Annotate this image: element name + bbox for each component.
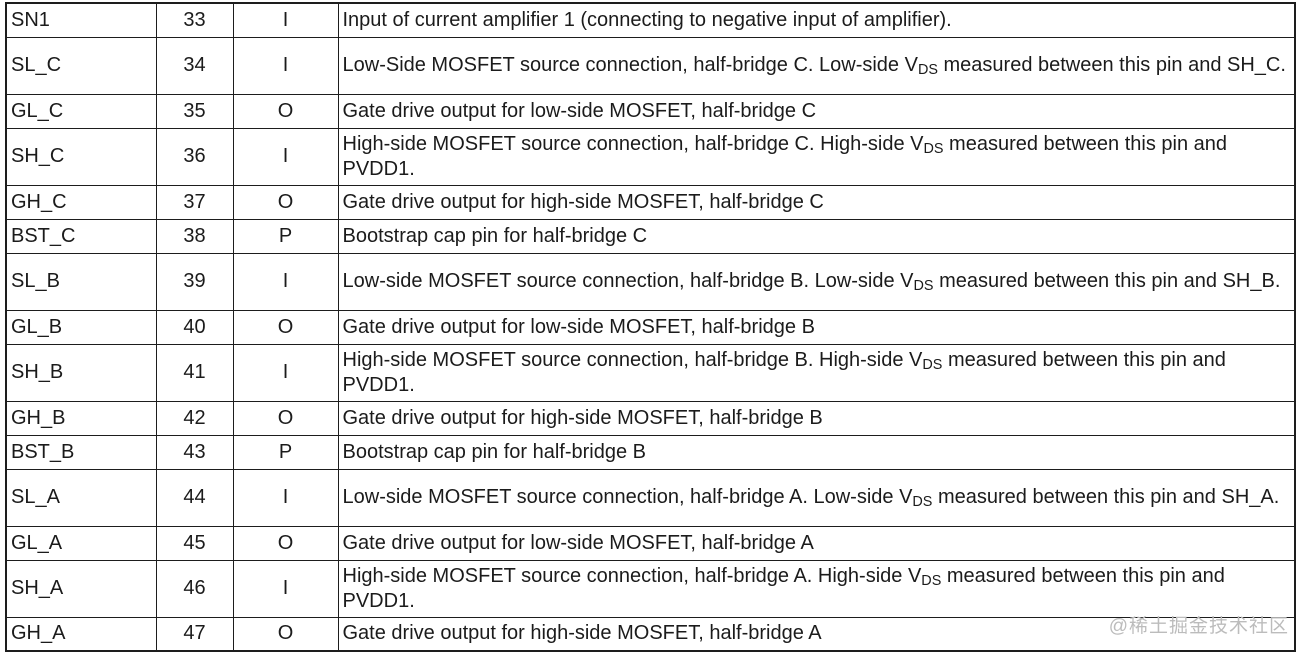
pin-number-cell: 34	[155, 36, 234, 95]
pin-name-cell: GL_A	[5, 525, 157, 561]
pin-name-cell: SH_A	[5, 559, 157, 618]
subscript-text: DS	[921, 572, 942, 589]
pin-io-type-cell: O	[232, 309, 339, 345]
pin-name-cell: GL_B	[5, 309, 157, 345]
pin-number-cell: 46	[155, 559, 234, 618]
pin-description-cell: High-side MOSFET source connection, half…	[337, 127, 1296, 186]
pin-io-type-cell: O	[232, 525, 339, 561]
pin-io-type-cell: I	[232, 36, 339, 95]
pin-description-cell: Low-side MOSFET source connection, half-…	[337, 252, 1296, 311]
subscript-text: DS	[913, 278, 934, 295]
pin-description-cell: Bootstrap cap pin for half-bridge C	[337, 218, 1296, 254]
pin-number-cell: 44	[155, 468, 234, 527]
pin-name-cell: GL_C	[5, 93, 157, 129]
pin-name-cell: SN1	[5, 2, 157, 38]
subscript-text: DS	[922, 356, 943, 373]
pin-name-cell: SH_B	[5, 343, 157, 402]
pin-description-cell: Gate drive output for high-side MOSFET, …	[337, 184, 1296, 220]
pin-name-cell: SL_B	[5, 252, 157, 311]
pin-name-cell: SL_C	[5, 36, 157, 95]
pin-number-cell: 35	[155, 93, 234, 129]
pin-io-type-cell: O	[232, 616, 339, 652]
pin-number-cell: 36	[155, 127, 234, 186]
subscript-text: DS	[917, 62, 938, 79]
pin-number-cell: 41	[155, 343, 234, 402]
pin-io-type-cell: I	[232, 2, 339, 38]
pin-description-cell: Gate drive output for high-side MOSFET, …	[337, 400, 1296, 436]
pin-description-cell: Input of current amplifier 1 (connecting…	[337, 2, 1296, 38]
pin-io-type-cell: O	[232, 400, 339, 436]
pin-name-cell: BST_C	[5, 218, 157, 254]
pin-description-cell: High-side MOSFET source connection, half…	[337, 343, 1296, 402]
watermark: @稀土掘金技术社区	[1108, 616, 1289, 637]
pin-number-cell: 40	[155, 309, 234, 345]
pin-number-cell: 43	[155, 434, 234, 470]
pin-name-cell: BST_B	[5, 434, 157, 470]
pin-io-type-cell: I	[232, 127, 339, 186]
pin-number-cell: 38	[155, 218, 234, 254]
pin-description-cell: Low-Side MOSFET source connection, half-…	[337, 36, 1296, 95]
pin-io-type-cell: O	[232, 93, 339, 129]
pin-io-type-cell: P	[232, 218, 339, 254]
pin-number-cell: 45	[155, 525, 234, 561]
pin-name-cell: GH_B	[5, 400, 157, 436]
pin-description-cell: Gate drive output for low-side MOSFET, h…	[337, 309, 1296, 345]
pin-number-cell: 33	[155, 2, 234, 38]
pin-io-type-cell: I	[232, 343, 339, 402]
pin-description-cell: Gate drive output for high-side MOSFET, …	[337, 616, 1296, 652]
pin-number-cell: 42	[155, 400, 234, 436]
pin-number-cell: 47	[155, 616, 234, 652]
pin-description-cell: Gate drive output for low-side MOSFET, h…	[337, 93, 1296, 129]
subscript-text: DS	[923, 140, 944, 157]
pin-io-type-cell: I	[232, 559, 339, 618]
pin-io-type-cell: I	[232, 252, 339, 311]
pin-description-cell: Low-side MOSFET source connection, half-…	[337, 468, 1296, 527]
pin-name-cell: SH_C	[5, 127, 157, 186]
pin-io-type-cell: I	[232, 468, 339, 527]
pin-description-cell: Bootstrap cap pin for half-bridge B	[337, 434, 1296, 470]
pin-number-cell: 39	[155, 252, 234, 311]
pin-description-cell: High-side MOSFET source connection, half…	[337, 559, 1296, 618]
pin-name-cell: GH_C	[5, 184, 157, 220]
pin-io-type-cell: O	[232, 184, 339, 220]
subscript-text: DS	[912, 494, 933, 511]
pin-description-cell: Gate drive output for low-side MOSFET, h…	[337, 525, 1296, 561]
pin-number-cell: 37	[155, 184, 234, 220]
pin-io-type-cell: P	[232, 434, 339, 470]
pin-name-cell: SL_A	[5, 468, 157, 527]
pin-name-cell: GH_A	[5, 616, 157, 652]
